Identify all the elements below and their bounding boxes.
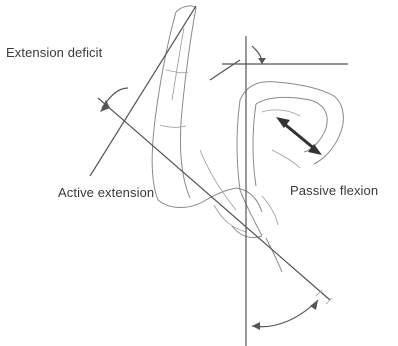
bottom-arc-arrowhead-right [310,300,318,310]
active-extension-label: Active extension [58,185,154,200]
passive-flexion-arrow [276,117,322,155]
extension-deficit-label: Extension deficit [6,45,102,60]
flexed-finger-sketch [237,82,343,272]
passive-flexion-label: Passive flexion [290,183,378,198]
bottom-angle-arc [252,300,318,327]
bottom-arc-arrowhead-left [252,322,260,330]
pointer-line [210,60,240,80]
top-right-arrowhead [258,58,266,64]
